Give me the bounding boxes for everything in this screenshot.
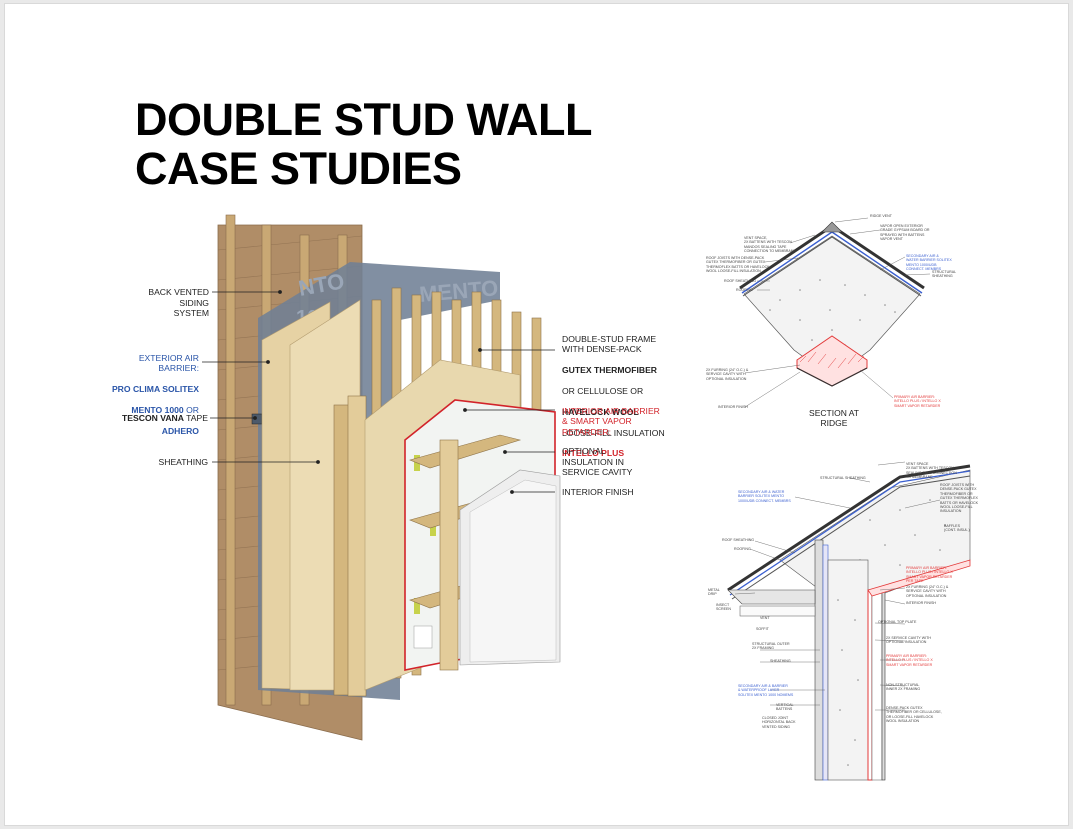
ridge-label-interior-finish: INTERIOR FINISH: [718, 405, 748, 409]
eave-label-roofing: ROOFING: [734, 547, 751, 551]
ridge-label-roof-joists: ROOF JOISTS WITH DENSE-PACK GUTEX THERMO…: [706, 256, 770, 274]
label-ext-barrier-line4: ADHERO: [161, 426, 199, 436]
label-double-stud-frame: DOUBLE-STUD FRAME WITH DENSE-PACK GUTEX …: [562, 323, 682, 439]
eave-label-secondary-wall: SECONDARY AIR & BARRIER & WATERPROOF LAY…: [738, 684, 794, 697]
title-line-2: CASE STUDIES: [135, 143, 462, 194]
ridge-label-structural-sheathing: STRUCTURAL SHEATHING: [932, 270, 957, 279]
eave-label-non-structural: NON-STRUCTURAL INNER 2X FRAMING: [886, 683, 921, 692]
label-tescon-name: TESCON VANA: [122, 413, 184, 423]
label-sheathing: SHEATHING: [158, 457, 209, 467]
label-back-vented-siding: BACK VENTED SIDING SYSTEM: [148, 287, 209, 318]
title-line-1: DOUBLE STUD WALL: [135, 94, 592, 145]
label-frame-line4: HAVELOCK WOOL: [562, 407, 639, 417]
ridge-label-vapor-open: VAPOR OPEN EXTERIOR GRADE GYPSUM BOARD O…: [880, 224, 930, 242]
page-title: DOUBLE STUD WALL CASE STUDIES: [135, 95, 592, 193]
eave-label-primary: PRIMARY AIR BARRIER: INTELLO PLUS / INTE…: [906, 566, 953, 584]
eave-label-secondary: SECONDARY AIR & WATER BARRIER SOLITEX ME…: [738, 490, 791, 503]
ridge-label-roofing: ROOFING: [736, 288, 753, 292]
label-tescon-tape: TESCON VANA TAPE: [120, 413, 208, 424]
label-frame-line2: GUTEX THERMOFIBER: [562, 365, 658, 375]
eave-label-vertical-battens: VERTICAL BATTENS: [776, 703, 794, 712]
ridge-label-secondary: SECONDARY AIR & WATER BARRIER SOLITEX ME…: [906, 254, 952, 272]
ridge-label-vent-space: VENT SPACE, 2X BATTENS WITH TESCON MANDO…: [744, 236, 796, 254]
eave-label-dense-pack: DENSE-PACK GUTEX THERMOFIBER OR CELLULOS…: [886, 706, 942, 724]
eave-label-roof-joists: ROOF JOISTS WITH DENSE-PACK GUTEX THERMO…: [940, 483, 979, 514]
label-interior-air-barrier: INTERIOR AIR BARRIER & SMART VAPOR RETAR…: [562, 395, 672, 458]
eave-label-metal-drip: METAL DRIP: [708, 588, 720, 597]
label-frame-line5: LOOSE-FILL INSULATION: [562, 428, 665, 438]
label-interior-finish: INTERIOR FINISH: [562, 487, 634, 497]
eave-label-closed-joint: CLOSED JOINT HORIZONTAL BACK VENTED SIDI…: [762, 716, 796, 729]
ridge-section-title: SECTION AT RIDGE: [809, 408, 859, 428]
ridge-label-primary: PRIMARY AIR BARRIER: INTELLO PLUS / INTE…: [894, 395, 941, 408]
eave-label-baffles: BAFFLES (CONT. INSUL.): [944, 524, 970, 533]
eave-label-soffit: SOFFIT: [756, 627, 769, 631]
label-ext-barrier-or: OR: [183, 405, 199, 415]
eave-label-structural-outer: STRUCTURAL OUTER 2X FRAMING: [752, 642, 790, 651]
eave-label-furring: 2X FURRING (24" O.C.) & SERVICE CAVITY W…: [906, 585, 949, 598]
eave-label-service-cavity: 2X SERVICE CAVITY WITH OPTIONAL INSULATI…: [886, 636, 931, 645]
label-ext-barrier-line2: PRO CLIMA SOLITEX: [111, 384, 199, 394]
eave-label-vent: VENT: [760, 616, 770, 620]
ridge-label-roof-sheathing: ROOF SHEATHING: [724, 279, 757, 283]
eave-label-top-plate: OPTIONAL TOP PLATE: [878, 620, 917, 624]
label-exterior-air-barrier: EXTERIOR AIR BARRIER: PRO CLIMA SOLITEX …: [100, 342, 199, 437]
eave-label-primary-wall: PRIMARY AIR BARRIER: INTELLO PLUS / INTE…: [886, 654, 933, 667]
label-optional-insulation: OPTIONAL INSULATION IN SERVICE CAVITY: [562, 446, 633, 477]
label-tescon-suffix: TAPE: [183, 413, 208, 423]
ridge-label-furring: 2X FURRING (24" O.C.) & SERVICE CAVITY W…: [706, 368, 749, 381]
leader-lines: [202, 290, 555, 494]
eave-label-roof-sheathing: ROOF SHEATHING: [722, 538, 755, 542]
eave-label-structural-sheathing: STRUCTURAL SHEATHING: [820, 476, 866, 480]
label-int-barrier-line2: INTELLO PLUS: [562, 447, 625, 458]
label-frame-line3: OR CELLULOSE OR: [562, 386, 644, 396]
label-int-barrier-line1: INTERIOR AIR BARRIER & SMART VAPOR RETAR…: [562, 405, 660, 437]
eave-label-sheathing: SHEATHING: [770, 659, 791, 663]
eave-label-interior-finish: INTERIOR FINISH: [906, 601, 936, 605]
eave-label-insect-screen: INSECT SCREEN: [716, 603, 731, 612]
ridge-label-ridge-vent: RIDGE VENT: [870, 214, 892, 218]
label-ext-barrier-line3: MENTO 1000: [131, 405, 184, 415]
label-frame-line1: DOUBLE-STUD FRAME WITH DENSE-PACK: [562, 333, 657, 355]
eave-label-vent-space: VENT SPACE 2X BATTENS WITH TESCON SEALIN…: [906, 462, 957, 480]
label-ext-barrier-line1: EXTERIOR AIR BARRIER:: [138, 352, 199, 374]
